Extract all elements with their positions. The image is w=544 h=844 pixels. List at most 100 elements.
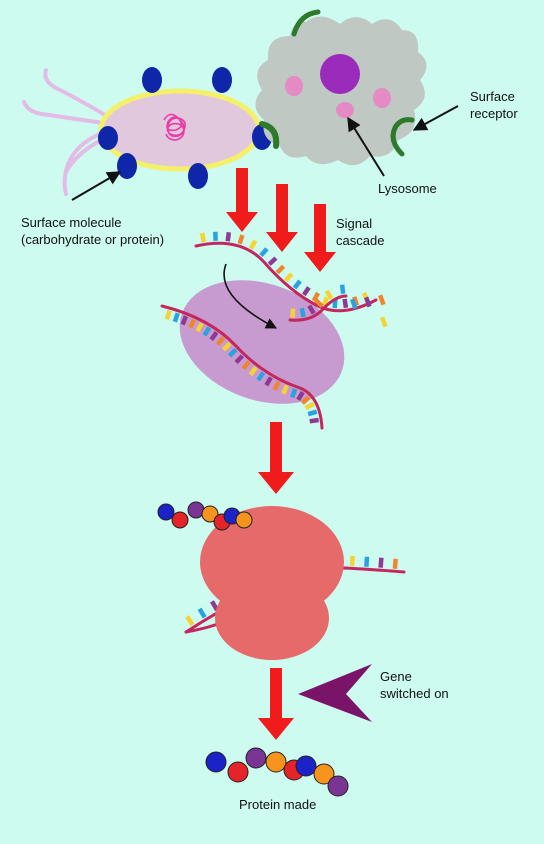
surface-receptor-binding	[259, 121, 280, 149]
amino-acid-bead	[313, 763, 335, 785]
bacterial-dna-tangle	[163, 113, 186, 141]
nucleotide-base	[225, 232, 232, 242]
amino-acid-bead	[171, 511, 189, 529]
nucleotide-base	[281, 384, 289, 395]
amino-acid-bead	[201, 505, 219, 523]
nucleotide-base	[304, 401, 315, 410]
surface-molecule-label: Surface molecule (carbohydrate or protei…	[21, 214, 164, 248]
surface-receptor-label: Surface receptor	[470, 88, 518, 122]
signal-cascade-label: Signal cascade	[336, 215, 384, 249]
surface-receptor-label-line2: receptor	[470, 106, 518, 121]
lysosome-group	[285, 76, 391, 118]
nucleotide-base	[283, 272, 294, 283]
surface-molecule-label-line1: Surface molecule	[21, 215, 122, 230]
nucleotide-base	[210, 600, 219, 612]
amino-acid-bead	[157, 503, 175, 521]
nucleotide-base	[364, 556, 370, 567]
surface-molecule	[142, 67, 162, 93]
nucleotide-base	[267, 256, 278, 266]
surface-molecule-arrow	[71, 171, 122, 201]
free-nucleotide	[350, 298, 358, 310]
nucleotide-base	[264, 376, 273, 387]
growing-protein-chain	[157, 501, 253, 531]
surface-molecule-label-line2: (carbohydrate or protein)	[21, 232, 165, 247]
nucleotide-base	[378, 557, 384, 568]
nucleotide-base	[307, 304, 316, 315]
lysosome-arrow	[347, 116, 385, 177]
nucleotide-base	[185, 615, 195, 627]
nucleotide-base	[164, 309, 172, 320]
amino-acid-bead	[187, 501, 205, 519]
surface-receptor-label-line1: Surface	[470, 89, 515, 104]
surface-receptor-arrow	[412, 105, 459, 131]
nucleotide-base	[259, 247, 269, 258]
nucleotide-base	[314, 298, 324, 308]
gene-switched-on-chevron	[298, 664, 372, 722]
gene-switched-on-label-line1: Gene	[380, 669, 412, 684]
nucleotide-base	[299, 307, 306, 318]
nucleotide-base	[215, 336, 226, 346]
nucleotide-base	[309, 417, 319, 424]
surface-molecule	[188, 163, 208, 189]
ribosome-small-subunit	[215, 576, 329, 660]
nucleotide-base	[195, 322, 204, 333]
cascade-arrow-3	[304, 204, 336, 272]
dna-upper-strand	[194, 241, 378, 313]
nucleotide-base	[202, 326, 212, 337]
nucleotide-base	[234, 354, 244, 364]
nucleotide-base	[392, 558, 398, 569]
cell-nucleus	[320, 54, 360, 94]
free-nucleotide	[380, 316, 388, 328]
signal-cascade-arrows	[226, 168, 336, 272]
nucleotide-base	[324, 289, 334, 300]
amino-acid-bead	[327, 775, 349, 797]
amino-acid-bead	[205, 751, 227, 773]
nucleotide-base	[221, 341, 232, 352]
surface-receptor-right	[390, 117, 415, 157]
ribosome	[200, 506, 344, 660]
nucleotide-base	[256, 371, 266, 382]
nucleotide-base	[248, 239, 258, 250]
nucleotide-base	[311, 291, 321, 302]
transcription-curve-arrow	[223, 263, 277, 329]
nucleotide-base	[180, 315, 189, 326]
nucleotide-base	[241, 360, 251, 371]
signal-cascade-label-line2: cascade	[336, 233, 385, 248]
amino-acid-bead	[295, 755, 317, 777]
nucleotide-base	[339, 284, 346, 294]
surface-receptor-top	[291, 9, 321, 37]
nucleotide-base	[272, 380, 281, 391]
nucleotide-base	[188, 318, 196, 329]
nucleotide-base	[237, 234, 245, 245]
signal-cascade-label-line1: Signal	[336, 216, 373, 231]
protein-made-label: Protein made	[239, 797, 317, 812]
gene-switched-on-label-line2: switched on	[380, 686, 449, 701]
nucleotide-base	[352, 296, 360, 307]
dna-template-strand	[160, 304, 324, 430]
surface-molecule-group	[98, 67, 272, 189]
nucleotide-base	[302, 286, 311, 297]
nucleotide-base	[275, 264, 286, 275]
dna-short-strand	[288, 294, 348, 322]
lysosome-vesicle	[285, 76, 303, 96]
surface-molecule	[98, 126, 118, 150]
lysosome-label: Lysosome	[378, 181, 437, 196]
amino-acid-bead	[227, 761, 249, 783]
nucleotide-base	[209, 331, 219, 342]
free-nucleotide	[364, 296, 372, 308]
cascade-arrow-2	[266, 184, 298, 252]
cascade-arrow-1	[226, 168, 258, 232]
nucleotide-base	[172, 312, 180, 323]
surface-molecule	[212, 67, 232, 93]
nucleotide-base	[300, 395, 311, 405]
bacterium-flagella	[22, 68, 112, 196]
amino-acid-bead	[265, 751, 287, 773]
nucleotide-base	[200, 232, 206, 243]
nucleotide-base	[307, 409, 318, 417]
arrow-to-protein	[258, 668, 294, 740]
nucleotide-base	[321, 296, 329, 307]
amino-acid-bead	[245, 747, 267, 769]
lysosome-vesicle	[373, 88, 391, 108]
